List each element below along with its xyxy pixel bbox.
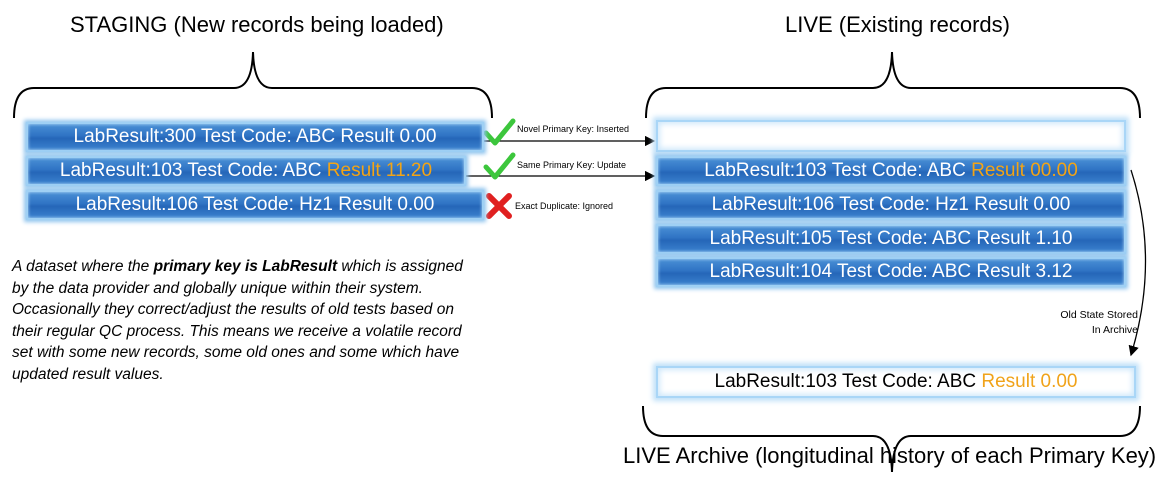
live-record: LabResult:104 Test Code: ABC Result 3.12 xyxy=(656,257,1126,287)
description-pre: A dataset where the xyxy=(12,258,154,275)
record-text: LabResult:106 Test Code: Hz1 Result 0.00 xyxy=(711,194,1071,215)
record-text: LabResult:103 Test Code: ABC xyxy=(59,160,322,181)
description: A dataset where the primary key is LabRe… xyxy=(12,256,470,385)
staging-record: LabResult:106 Test Code: Hz1 Result 0.00 xyxy=(26,190,484,220)
record-highlight: Result 00.00 xyxy=(971,160,1078,181)
live-brace xyxy=(645,51,1141,119)
live-record-empty xyxy=(656,120,1126,152)
record-highlight: Result 0.00 xyxy=(981,371,1078,392)
check-icon xyxy=(483,152,516,180)
staging-title: STAGING (New records being loaded) xyxy=(70,12,444,37)
archive-arrow-label: Old State Stored In Archive xyxy=(1058,308,1138,338)
live-record: LabResult:105 Test Code: ABC Result 1.10 xyxy=(656,224,1126,254)
cross-icon xyxy=(486,193,512,219)
record-text: LabResult:106 Test Code: Hz1 Result 0.00 xyxy=(75,194,435,215)
record-text: LabResult:103 Test Code: ABC xyxy=(714,371,977,392)
description-post: which is assigned by the data provider a… xyxy=(12,258,463,383)
record-text: LabResult:103 Test Code: ABC xyxy=(704,160,966,181)
live-record: LabResult:106 Test Code: Hz1 Result 0.00 xyxy=(656,190,1126,220)
action-label: Exact Duplicate: Ignored xyxy=(515,201,614,211)
check-icon xyxy=(483,118,516,146)
archive-brace xyxy=(642,405,1141,473)
live-title: LIVE (Existing records) xyxy=(785,12,1010,37)
record-highlight: Result 11.20 xyxy=(326,160,433,181)
staging-record: LabResult:300 Test Code: ABC Result 0.00 xyxy=(26,122,484,152)
staging-record: LabResult:103 Test Code: ABC Result 11.2… xyxy=(26,156,466,186)
action-label: Novel Primary Key: Inserted xyxy=(517,124,630,134)
archive-arrow xyxy=(1128,169,1147,357)
record-text: LabResult:300 Test Code: ABC Result 0.00 xyxy=(73,126,437,147)
record-text: LabResult:105 Test Code: ABC Result 1.10 xyxy=(709,228,1073,249)
action-label: Same Primary Key: Update xyxy=(517,160,627,170)
archive-arrow-label-line1: Old State Stored xyxy=(1060,309,1138,321)
archive-arrow-label-line2: In Archive xyxy=(1091,324,1138,336)
record-text: LabResult:104 Test Code: ABC Result 3.12 xyxy=(709,261,1073,282)
live-record: LabResult:103 Test Code: ABC Result 00.0… xyxy=(656,156,1126,186)
description-bold: primary key is LabResult xyxy=(153,258,338,275)
archive-record: LabResult:103 Test Code: ABC Result 0.00 xyxy=(656,366,1136,398)
staging-brace xyxy=(13,51,493,119)
